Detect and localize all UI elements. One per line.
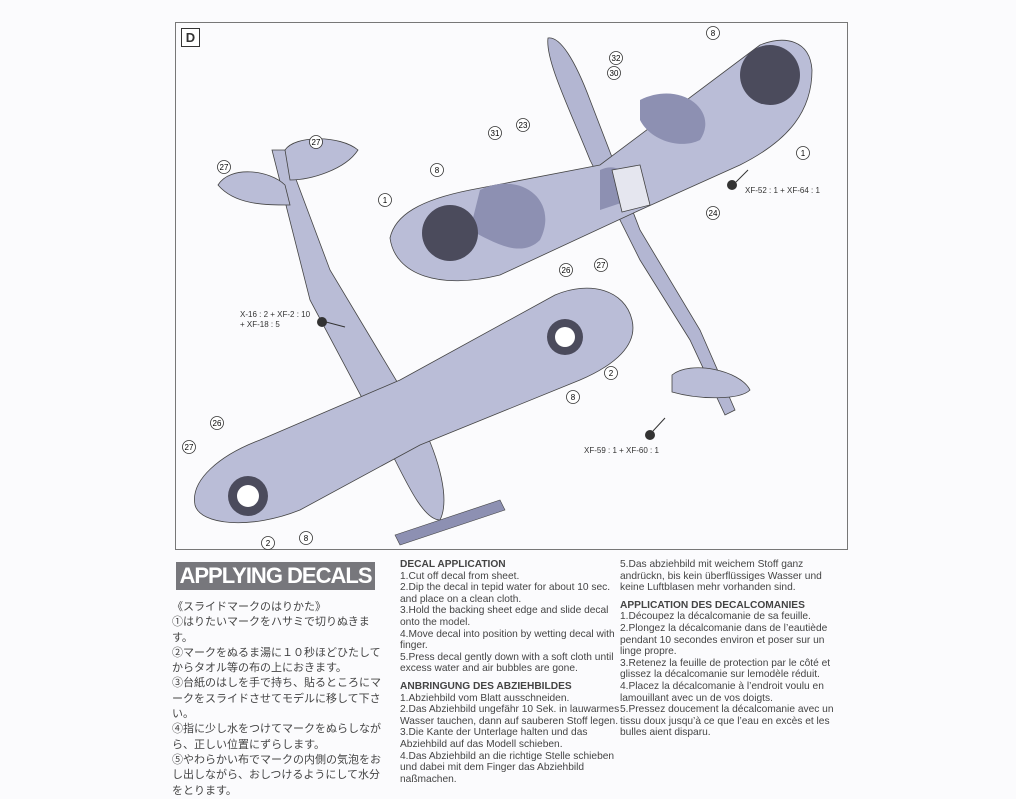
step: 4.Move decal into position by wetting de… (400, 628, 615, 652)
german-french-instructions: 5.Das abziehbild mit weichem Stoff ganz … (620, 559, 845, 739)
decal-marker: 30 (607, 66, 621, 80)
step: ①はりたいマークをハサミで切りぬきます。 (172, 616, 370, 644)
decal-marker: 27 (182, 440, 196, 454)
decal-marker: 26 (210, 416, 224, 430)
decal-marker: 8 (430, 163, 444, 177)
paint-callout: XF-59 : 1 + XF-60 : 1 (584, 446, 659, 455)
step: 2.Das Abziehbild ungefähr 10 Sek. in lau… (400, 704, 620, 727)
decal-marker: 1 (796, 146, 810, 160)
step: 3.Hold the backing sheet edge and slide … (400, 605, 609, 628)
svg-text:27: 27 (220, 163, 229, 172)
decal-marker: 2 (261, 536, 275, 550)
step: 5.Press decal gently down with a soft cl… (400, 651, 614, 675)
step: ④指に少し水をつけてマークをぬらしながら、正しい位置にずらします。 (172, 723, 381, 751)
step: 4.Das Abziehbild an die richtige Stelle … (400, 750, 615, 785)
decal-marker: 31 (488, 126, 502, 140)
decal-marker: 26 (559, 263, 573, 277)
step: ③台紙のはしを手で持ち、貼るところにマークをスライドさせてモデルに移して下さい。 (172, 677, 381, 721)
svg-text:2: 2 (266, 539, 271, 548)
svg-text:24: 24 (709, 209, 718, 218)
step: 5.Das abziehbild mit weichem Stoff ganz … (620, 559, 822, 594)
section-title: APPLYING DECALS (176, 562, 375, 590)
step: 2.Dip the decal in tepid water for about… (400, 582, 611, 605)
step: ②マークをぬるま湯に１０秒ほどひたしてからタオル等の布の上におきます。 (172, 646, 381, 675)
svg-text:8: 8 (571, 393, 576, 402)
step: 3.Die Kante der Unterlage halten und das… (400, 727, 588, 750)
tailplane (217, 171, 291, 206)
svg-text:27: 27 (185, 443, 194, 452)
svg-text:2: 2 (609, 369, 614, 378)
step-label: D (181, 28, 200, 47)
tailplane (671, 367, 751, 399)
svg-text:26: 26 (562, 266, 571, 275)
step: 5.Pressez doucement la décalcomanie avec… (620, 704, 834, 739)
step: 1.Cut off decal from sheet. (400, 570, 520, 582)
wing (194, 287, 634, 524)
heading: 《スライドマークのはりかた》 (172, 601, 326, 613)
decal-marker: 32 (609, 51, 623, 65)
svg-text:31: 31 (491, 129, 500, 138)
paint-callout: XF-52 : 1 + XF-64 : 1 (745, 186, 820, 195)
japanese-instructions: 《スライドマークのはりかた》 ①はりたいマークをハサミで切りぬきます。 ②マーク… (172, 600, 382, 799)
svg-text:23: 23 (519, 121, 528, 130)
paint-mix: X-16 : 2 + XF-2 : 10 (240, 310, 311, 319)
diagram-frame (175, 22, 848, 550)
step: ⑤やわらかい布でマークの内側の気泡をおし出しながら、おしつけるようにして水分をと… (172, 753, 381, 797)
heading: ANBRINGUNG DES ABZIEHBILDES (400, 680, 572, 692)
step: 1.Découpez la décalcomanie de sa feuille… (620, 611, 811, 623)
svg-text:27: 27 (312, 138, 321, 147)
aircraft-top-view (389, 37, 813, 416)
decal-marker: 1 (378, 193, 392, 207)
decal-marker: 27 (594, 258, 608, 272)
svg-text:8: 8 (435, 166, 440, 175)
svg-text:26: 26 (213, 419, 222, 428)
decal-marker: 8 (706, 26, 720, 40)
step: 3.Retenez la feuille de protection par l… (620, 657, 831, 681)
roundel (740, 45, 800, 105)
heading: APPLICATION DES DECALCOMANIES (620, 599, 805, 611)
aircraft-bottom-view (194, 138, 634, 546)
step: 1.Abziehbild vom Blatt ausschneiden. (400, 692, 570, 704)
step: 4.Placez la décalcomanie à l’endroit vou… (620, 680, 824, 704)
decal-marker: 23 (516, 118, 530, 132)
svg-text:27: 27 (597, 261, 606, 270)
svg-text:32: 32 (612, 54, 621, 63)
paint-mix: + XF-18 : 5 (240, 320, 280, 329)
decal-marker: 24 (706, 206, 720, 220)
svg-text:8: 8 (304, 534, 309, 543)
svg-text:1: 1 (801, 149, 806, 158)
svg-text:1: 1 (383, 196, 388, 205)
english-german-instructions: DECAL APPLICATION 1.Cut off decal from s… (400, 559, 622, 785)
propeller (394, 499, 506, 546)
svg-text:30: 30 (610, 69, 619, 78)
camouflage (470, 93, 706, 249)
decal-marker: 8 (299, 531, 313, 545)
decal-marker: 27 (309, 135, 323, 149)
decal-marker: 8 (566, 390, 580, 404)
heading: DECAL APPLICATION (400, 559, 506, 570)
roundel (422, 205, 478, 261)
cockpit (611, 164, 651, 213)
decal-marker: 2 (604, 366, 618, 380)
paint-callout: X-16 : 2 + XF-2 : 10 + XF-18 : 5 (240, 310, 310, 330)
tailplane (284, 138, 359, 181)
decal-marker: 27 (217, 160, 231, 174)
step: 2.Plongez la décalcomanie dans de l’eaut… (620, 622, 828, 658)
svg-text:8: 8 (711, 29, 716, 38)
